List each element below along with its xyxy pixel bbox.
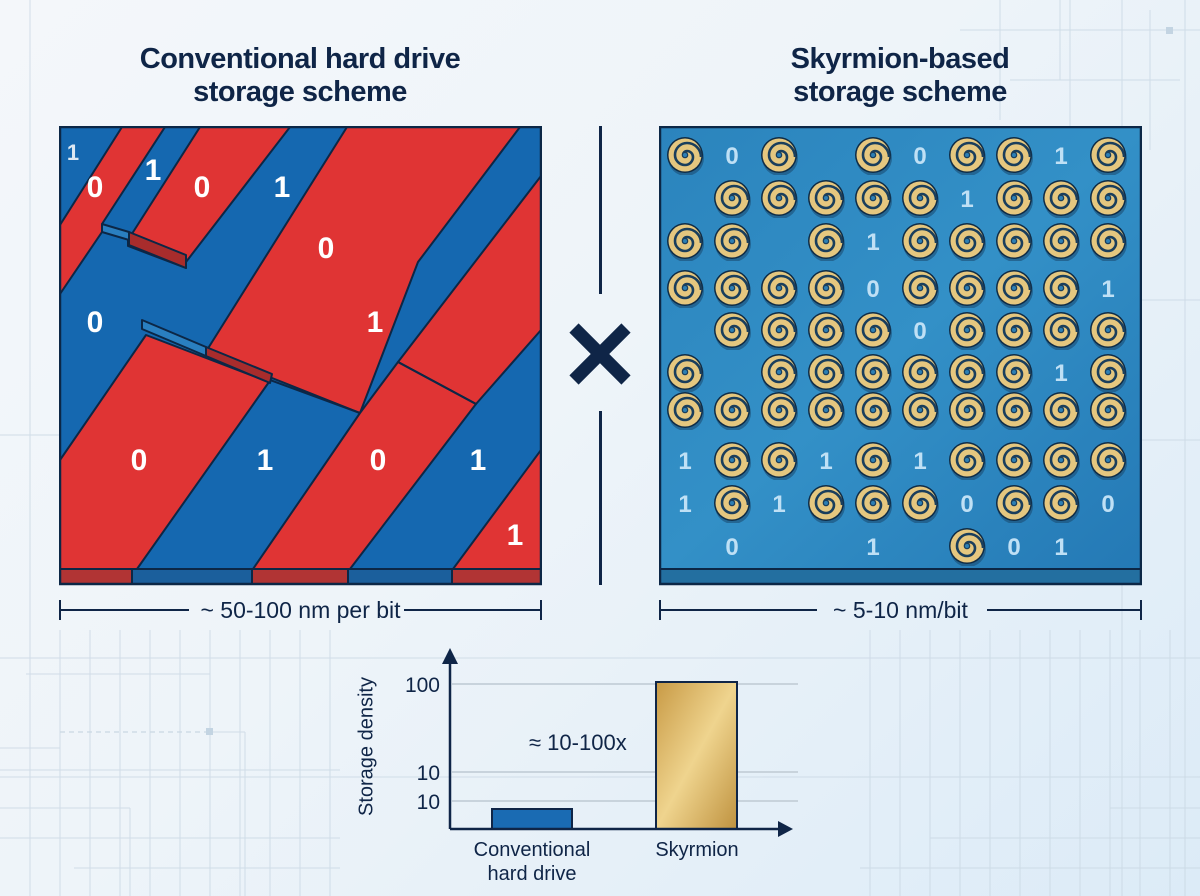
bit-label: 0 [866,276,879,303]
y-tick-label: 100 [405,674,440,697]
bit-label: 1 [960,186,973,213]
measure-line [404,609,541,611]
divider-line-bottom [599,411,602,585]
versus-x-icon [569,323,631,385]
bit-label: 1 [678,448,691,475]
bit-label: 1 [913,448,926,475]
bit-label: 0 [131,444,148,477]
title-line-1: Skyrmion-based [790,43,1010,75]
bit-label: 1 [470,444,487,477]
bit-label: 1 [274,171,291,204]
bit-size-label: ~ 50-100 nm per bit [200,597,401,623]
y-tick-label: 10 [417,762,440,785]
skyrmion-bar [655,681,738,830]
bit-label: 0 [87,171,104,204]
conventional-bar [491,808,573,830]
bit-label: 1 [1101,276,1114,303]
x-category-label: Conventional [474,839,591,861]
skyrmion-bit-grid: 0 0 1 1 1 0 1 0 1 1 1 1 1 1 0 0 0 1 0 1 [665,135,1128,566]
bit-label: 0 [370,444,387,477]
conventional-scheme-title: Conventional hard drive storage scheme [55,43,545,109]
chart-gridlines [452,683,798,802]
bit-label: 1 [507,519,524,552]
bit-label: 0 [87,306,104,339]
divider-line-top [599,126,602,294]
bit-size-label: ~ 5-10 nm/bit [833,597,968,623]
bit-size-measure-hard-drive: ~ 50-100 nm per bit [59,597,542,623]
y-axis-label: Storage density [355,677,378,816]
skyrmion-scheme-title: Skyrmion-based storage scheme [655,43,1145,109]
y-tick-labels: 100 10 10 [405,674,440,814]
measure-line [987,609,1142,611]
measure-line [59,609,189,611]
skyrmion-lattice-illustration: 0 0 1 1 1 0 1 0 1 1 1 1 1 1 0 0 0 1 0 1 [659,126,1142,586]
bit-label: 1 [772,491,785,518]
title-line-2: storage scheme [793,76,1007,108]
bit-label: 1 [866,229,879,256]
bit-label: 0 [194,171,211,204]
y-tick-label: 10 [417,791,440,814]
title-line-1: Conventional hard drive [139,43,461,75]
y-axis-arrow-icon [442,648,458,664]
bit-label: 0 [1101,491,1114,518]
bit-label: 1 [257,444,274,477]
bit-label: 0 [960,491,973,518]
bit-label: 0 [1007,534,1020,561]
x-category-label: hard drive [488,863,577,885]
x-category-label: Skyrmion [655,839,738,861]
bit-label: 1 [1054,534,1067,561]
chart-bars [491,681,738,830]
density-ratio-annotation: ≈ 10-100x [529,730,627,755]
bit-label: 0 [725,143,738,170]
bit-label: 1 [678,491,691,518]
bit-label: 0 [913,143,926,170]
measure-line [659,609,817,611]
bit-label: 1 [67,140,79,165]
title-line-2: storage scheme [193,76,407,108]
x-axis-arrow-icon [778,821,793,837]
bit-label: 0 [913,318,926,345]
bit-label: 1 [819,448,832,475]
measure-cap-right [540,600,542,620]
bit-label: 1 [145,154,162,187]
measure-cap-right [1140,600,1142,620]
bit-label: 0 [725,534,738,561]
bit-label: 1 [866,534,879,561]
bit-label: 1 [1054,360,1067,387]
bit-label: 1 [1054,143,1067,170]
bit-size-measure-skyrmion: ~ 5-10 nm/bit [659,597,1142,623]
bit-label: 1 [367,306,384,339]
bit-label: 0 [318,232,335,265]
